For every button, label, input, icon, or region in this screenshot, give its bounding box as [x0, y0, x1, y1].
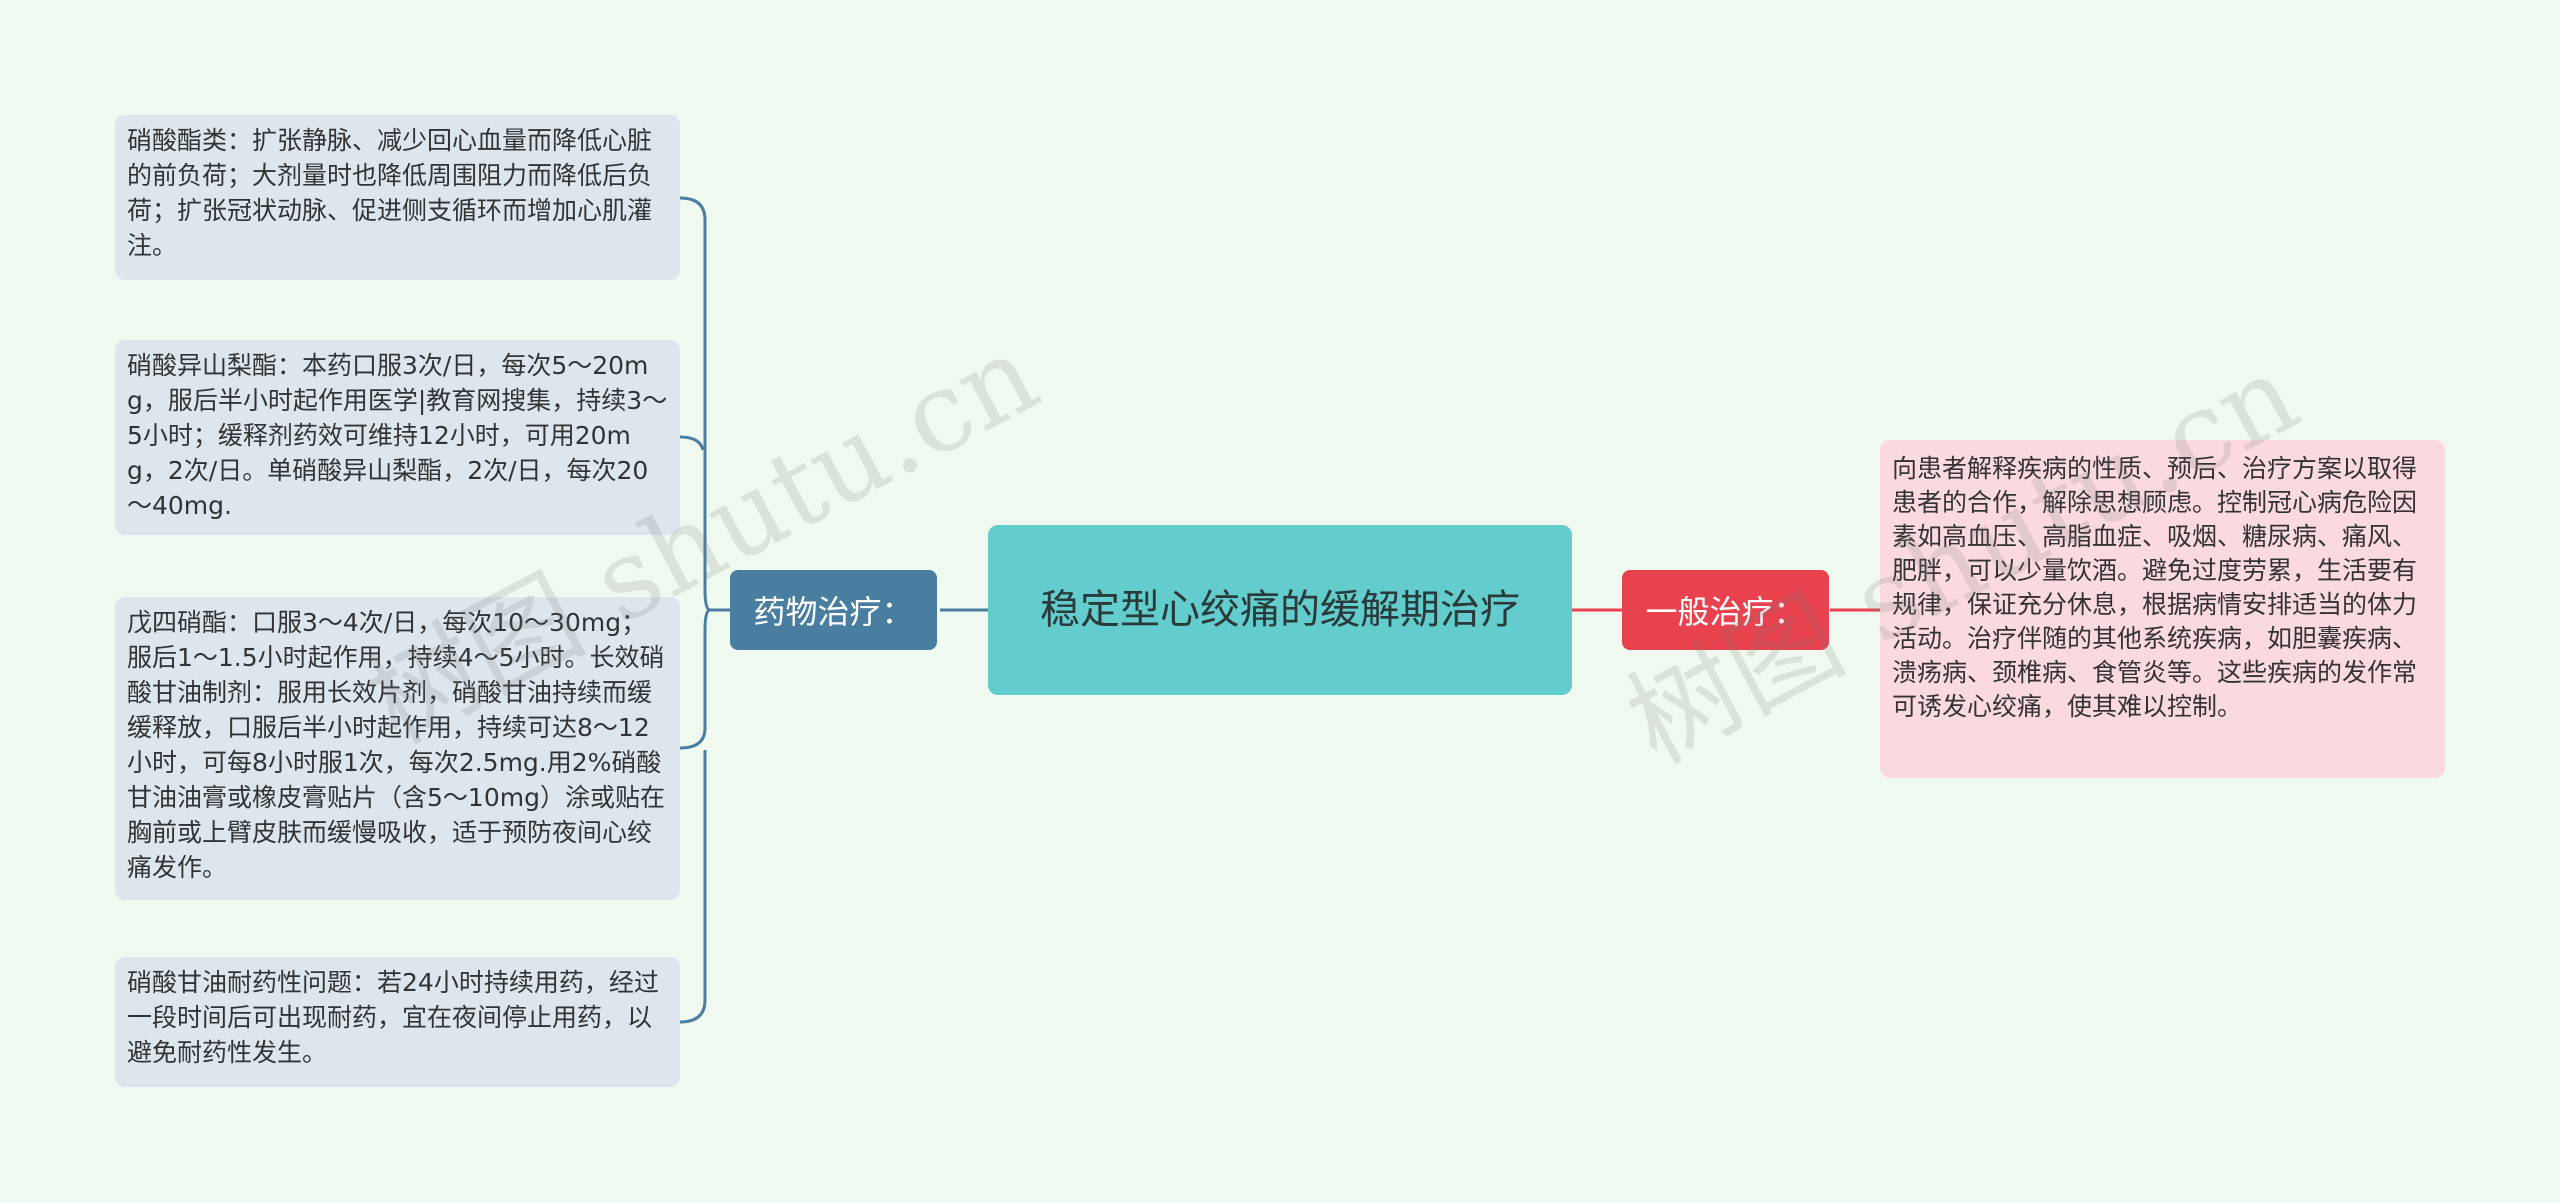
leaf-nitrates-text: 硝酸酯类：扩张静脉、减少回心血量而降低心脏的前负荷；大剂量时也降低周围阻力而降低… [127, 126, 653, 260]
leaf-general-advice-text: 向患者解释疾病的性质、预后、治疗方案以取得患者的合作，解除思想顾虑。控制冠心病危… [1892, 454, 2418, 721]
leaf-nitroglycerin-tolerance[interactable]: 硝酸甘油耐药性问题：若24小时持续用药，经过一段时间后可出现耐药，宜在夜间停止用… [115, 957, 680, 1087]
branch-drug-therapy[interactable]: 药物治疗： [730, 570, 937, 650]
connector-left-leaf-2 [679, 435, 705, 451]
branch-general-therapy-label: 一般治疗： [1645, 593, 1806, 631]
leaf-pentaerythritol[interactable]: 戊四硝酯：口服3～4次/日，每次10～30mg；服后1～1.5小时起作用，持续4… [115, 597, 680, 900]
leaf-nitrates[interactable]: 硝酸酯类：扩张静脉、减少回心血量而降低心脏的前负荷；大剂量时也降低周围阻力而降低… [115, 115, 680, 280]
leaf-pentaerythritol-text: 戊四硝酯：口服3～4次/日，每次10～30mg；服后1～1.5小时起作用，持续4… [127, 608, 665, 882]
leaf-general-advice[interactable]: 向患者解释疾病的性质、预后、治疗方案以取得患者的合作，解除思想顾虑。控制冠心病危… [1880, 440, 2445, 778]
branch-general-therapy[interactable]: 一般治疗： [1622, 570, 1829, 650]
root-topic-title: 稳定型心绞痛的缓解期治疗 [1040, 586, 1520, 633]
root-topic[interactable]: 稳定型心绞痛的缓解期治疗 [988, 525, 1572, 695]
connector-left-leaf-4 [679, 750, 707, 1024]
leaf-isosorbide-dinitrate-text: 硝酸异山梨酯：本药口服3次/日，每次5～20mg，服后半小时起作用医学|教育网搜… [127, 351, 668, 520]
leaf-isosorbide-dinitrate[interactable]: 硝酸异山梨酯：本药口服3次/日，每次5～20mg，服后半小时起作用医学|教育网搜… [115, 340, 680, 535]
branch-drug-therapy-label: 药物治疗： [753, 593, 914, 631]
leaf-nitroglycerin-tolerance-text: 硝酸甘油耐药性问题：若24小时持续用药，经过一段时间后可出现耐药，宜在夜间停止用… [127, 968, 659, 1067]
connector-left-leaf-3 [679, 608, 711, 750]
connector-left-leaf-1 [679, 196, 711, 612]
